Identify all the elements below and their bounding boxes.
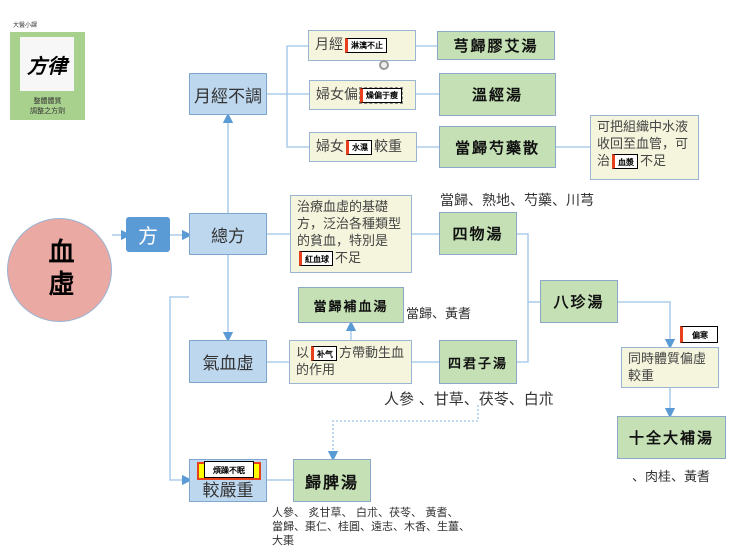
ingredients-dang-gui-bu-xue: 當歸、黃耆: [406, 307, 472, 322]
note-damp[interactable]: 水濕: [346, 139, 372, 155]
ingredients-gui-pi-2: 當歸、棗仁、桂圓、遠志、木香、生薑、: [272, 520, 470, 533]
fang-node[interactable]: 方: [126, 217, 170, 252]
desc-women-heavy[interactable]: 婦女水濕較重: [309, 132, 417, 162]
note-plasma-b: 漿: [626, 156, 635, 167]
desc-text-a: 婦女: [316, 139, 344, 155]
desc-basic-text: 治療血虛的基礎方，泛治各種類型的貧血，特別是: [297, 200, 402, 249]
desc-women-partial-text: 婦女偏: [316, 87, 358, 103]
desc-plasma-text: 可把組織中水液收回至血管，可治: [597, 120, 689, 169]
logo-subtitle-1: 整體體質: [33, 97, 62, 105]
desc-women-partial[interactable]: 婦女偏燥偏于瘦: [309, 80, 416, 110]
logo: 方律 整體體質 調整之方劑: [10, 32, 85, 120]
desc-qi-b: 方帶動生血的作用: [296, 346, 405, 378]
formula-ba-zhen[interactable]: 八珍湯: [540, 280, 618, 323]
logo-calligraphy: 方律: [20, 37, 74, 91]
desc-menstrual-text: 月經: [315, 37, 343, 53]
formula-shi-quan-da-bu[interactable]: 十全大補湯: [617, 416, 726, 459]
ingredients-shi-quan: 、肉桂、黃耆: [632, 470, 711, 485]
note-restless[interactable]: 煩躁不眠: [204, 461, 254, 478]
category-qi-blood[interactable]: 氣血虛: [189, 340, 267, 383]
category-general[interactable]: 總方: [189, 213, 267, 255]
desc-menstrual[interactable]: 月經淋漓不止: [308, 30, 416, 61]
formula-si-jun-zi[interactable]: 四君子湯: [439, 340, 517, 384]
note-plasma-a: 血: [618, 156, 627, 167]
note-rbc[interactable]: 紅血球: [299, 251, 333, 266]
category-severe-label: 較嚴重: [202, 481, 254, 501]
formula-gui-pi[interactable]: 歸脾湯: [293, 459, 371, 502]
formula-si-wu[interactable]: 四物湯: [439, 212, 517, 255]
category-menstrual[interactable]: 月經不調: [189, 73, 267, 115]
rotate-handle[interactable]: [379, 60, 389, 70]
formula-dang-gui-bu-xue[interactable]: 當歸補血湯: [298, 287, 404, 323]
ingredients-gui-pi-1: 人參、 炙甘草、 白朮、茯苓、 黃耆、: [272, 506, 459, 519]
formula-xiong-gui-jiao-ai[interactable]: 芎歸膠艾湯: [437, 31, 555, 60]
desc-constitution[interactable]: 同時體質偏虛較重: [621, 347, 719, 388]
desc-text-b: 較重: [374, 139, 402, 155]
desc-qi-a: 以: [296, 346, 310, 361]
note-dry-thin[interactable]: 燥偏于瘦: [359, 86, 403, 104]
logo-subtitle-2: 調整之方劑: [30, 107, 65, 115]
formula-wen-jing[interactable]: 溫經湯: [439, 73, 556, 116]
ingredients-gui-pi-3: 大棗: [272, 534, 294, 547]
note-damp-b: 濕: [360, 142, 368, 152]
note-plasma[interactable]: 血漿: [612, 154, 639, 169]
desc-plasma-tail: 不足: [640, 154, 667, 169]
note-tonify-qi[interactable]: 补气: [311, 346, 338, 361]
note-dripping[interactable]: 淋漓不止: [345, 37, 387, 53]
root-node-blood-deficiency[interactable]: 血虛: [7, 218, 112, 322]
ingredients-gui-pi: 人參、 炙甘草、 白朮、茯苓、 黃耆、 當歸、棗仁、桂圓、遠志、木香、生薑、 大…: [272, 506, 470, 548]
desc-plasma[interactable]: 可把組織中水液收回至血管，可治血漿不足: [590, 115, 699, 180]
logo-caption: 大醫小課: [13, 22, 38, 29]
note-cold[interactable]: 偏寒: [680, 326, 718, 343]
desc-basic[interactable]: 治療血虛的基礎方，泛治各種類型的貧血，特別是紅血球不足: [290, 195, 412, 273]
note-damp-a: 水: [352, 142, 360, 152]
formula-dang-gui-shao-yao[interactable]: 當歸芍藥散: [439, 126, 556, 168]
desc-basic-tail: 不足: [335, 251, 362, 266]
ingredients-si-wu: 當歸、熟地、芍藥、川芎: [440, 193, 594, 209]
desc-qi[interactable]: 以补气方帶動生血的作用: [289, 340, 412, 384]
ingredients-si-jun-zi: 人參 、甘草、茯苓、白朮: [384, 390, 554, 408]
